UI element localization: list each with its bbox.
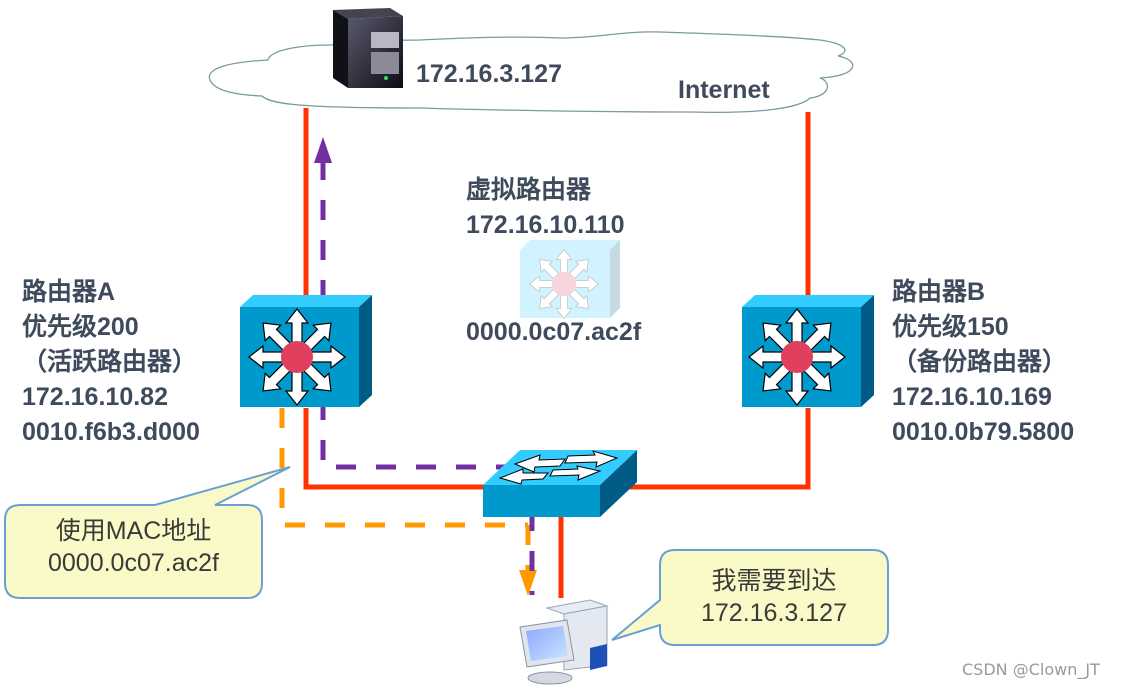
- watermark: CSDN @Clown_JT: [962, 660, 1100, 679]
- callout-mac-bubble: [4, 466, 291, 599]
- host-computer-icon: [519, 599, 609, 685]
- router-a-role: （活跃路由器）: [22, 348, 198, 376]
- router-b-priority: 优先级150: [892, 313, 1009, 341]
- path-orange: [279, 408, 531, 578]
- server-ip-label: 172.16.3.127: [416, 60, 562, 88]
- router-a-mac: 0010.f6b3.d000: [22, 418, 200, 446]
- router-b-role: （备份路由器）: [892, 348, 1068, 376]
- callout-host-line1: 我需要到达: [711, 567, 837, 595]
- orange-arrow-head: [519, 570, 537, 596]
- path-purple: [320, 160, 535, 595]
- router-a-name: 路由器A: [22, 278, 116, 306]
- router-b-name: 路由器B: [892, 278, 986, 306]
- purple-arrow-head: [314, 137, 332, 163]
- callout-host-bubble: [611, 549, 889, 646]
- virtual-router-mac: 0000.0c07.ac2f: [466, 318, 642, 346]
- physical-links: [303, 108, 811, 598]
- callout-host-line2: 172.16.3.127: [701, 599, 847, 627]
- router-a-icon: [240, 295, 372, 407]
- router-b-icon: [742, 295, 874, 407]
- link-router-a-switch: [303, 408, 488, 490]
- switch-icon: [483, 450, 637, 517]
- router-a-priority: 优先级200: [22, 313, 139, 341]
- router-b-mac: 0010.0b79.5800: [892, 418, 1075, 446]
- callout-mac-text: 使用MAC地址 0000.0c07.ac2f: [5, 515, 262, 579]
- callout-mac-line2: 0000.0c07.ac2f: [48, 549, 219, 577]
- callout-host-text: 我需要到达 172.16.3.127: [660, 565, 888, 629]
- virtual-router-ip: 172.16.10.110: [466, 211, 625, 239]
- router-a-ip: 172.16.10.82: [22, 383, 168, 411]
- callout-mac-line1: 使用MAC地址: [55, 517, 212, 545]
- virtual-router-icon: [520, 240, 620, 319]
- virtual-router-title: 虚拟路由器: [466, 176, 592, 204]
- internet-label: Internet: [678, 76, 770, 104]
- link-router-b-switch: [626, 408, 811, 490]
- server-icon: [333, 8, 403, 88]
- router-b-ip: 172.16.10.169: [892, 383, 1052, 411]
